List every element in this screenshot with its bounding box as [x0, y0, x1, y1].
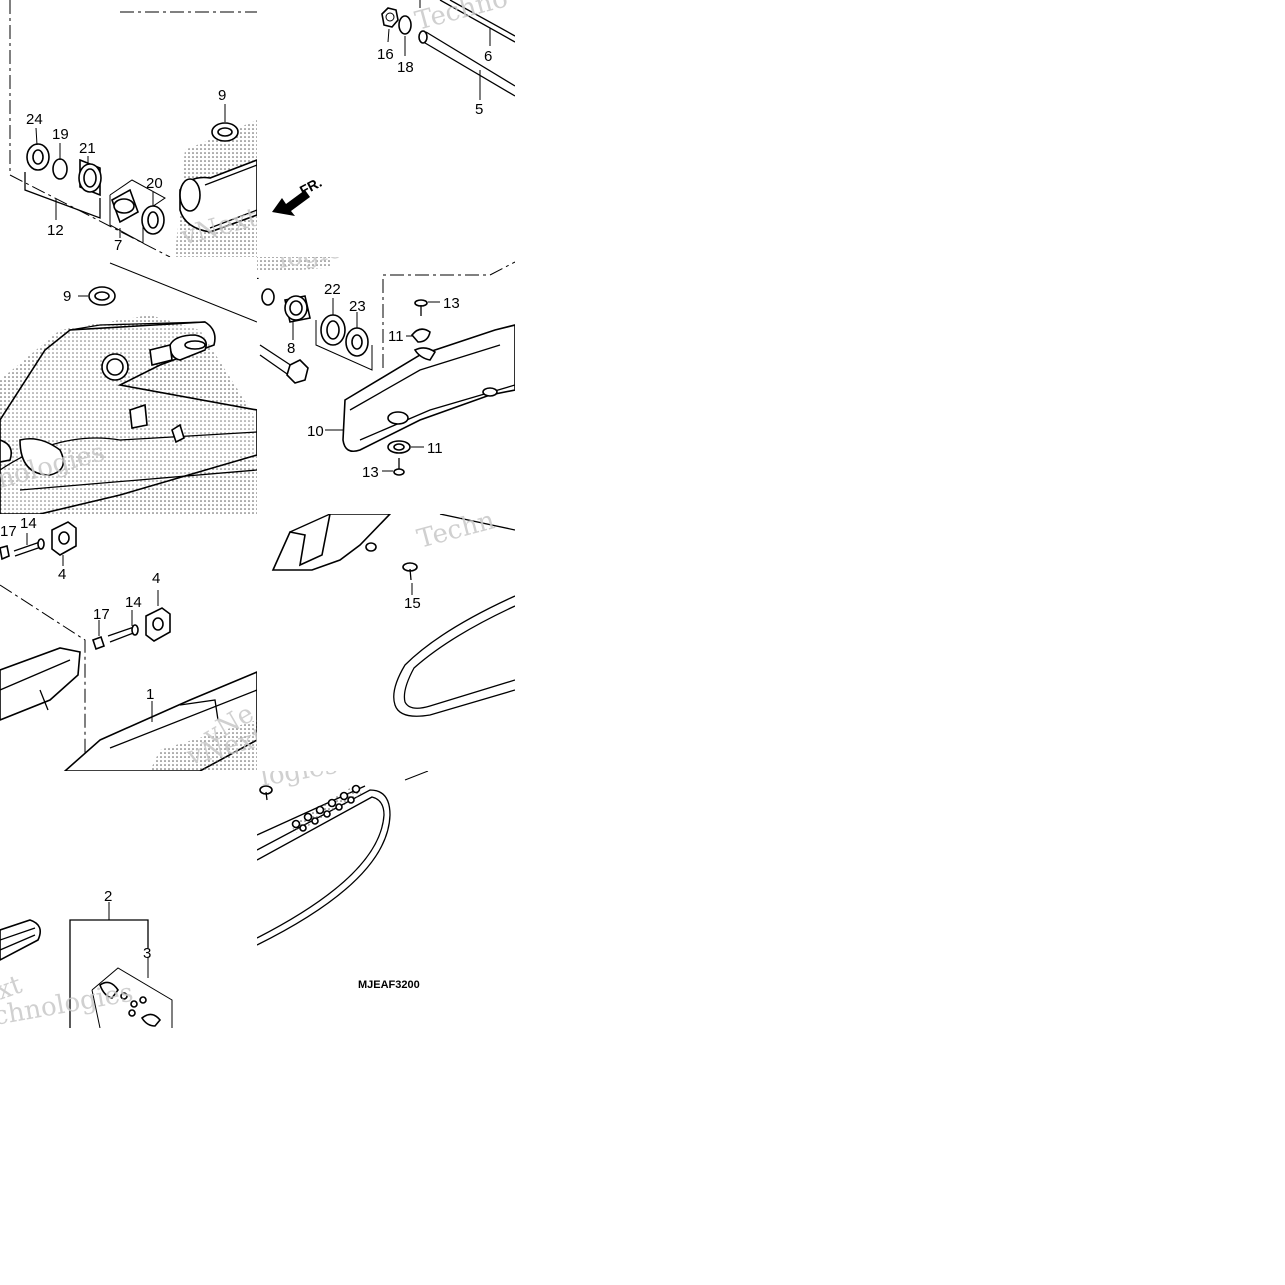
- label-21: 21: [79, 140, 96, 157]
- label-11: 11: [388, 328, 404, 345]
- label-12: 12: [47, 222, 64, 239]
- label-13: 13: [362, 464, 379, 481]
- tile-chain-slider: 1 8 22 23 13 11: [251, 232, 515, 481]
- label-8: 8: [287, 340, 295, 357]
- label-5: 5: [475, 101, 483, 118]
- label-10: 10: [307, 423, 324, 440]
- label-7: 7: [114, 237, 122, 254]
- diagram-code: MJEAF3200: [358, 979, 420, 991]
- tile-master-link: 2 3 xt chnologies: [0, 888, 173, 1028]
- label-15: 15: [404, 595, 421, 612]
- watermark-text: logies: [258, 750, 340, 793]
- label-24: 24: [26, 111, 43, 128]
- tile-chain-adjusters: 17 14 4 17 14 4 1: [0, 515, 257, 771]
- label-17: 17: [0, 523, 17, 540]
- tile-swingarm: 9 nologies: [0, 262, 257, 514]
- label-17: 17: [93, 606, 110, 623]
- label-2: 2: [104, 888, 112, 905]
- label-1: 1: [146, 686, 154, 703]
- label-6: 6: [484, 48, 492, 65]
- tile-swingarm-bearings: 9 24 19 21 20 12 7 vNext Tec: [9, 0, 257, 257]
- tile-chain-case: 15 Techn: [271, 505, 515, 717]
- tile-drive-chain: MJEAF3200 logies: [257, 750, 429, 991]
- label-14: 14: [125, 594, 142, 611]
- watermark-text: Techn: [414, 505, 498, 554]
- label-14: 14: [20, 515, 37, 532]
- label-16: 16: [377, 46, 394, 63]
- label-18: 18: [397, 59, 414, 76]
- label-19: 19: [52, 126, 69, 143]
- label-9: 9: [218, 87, 226, 104]
- label-3: 3: [143, 945, 151, 962]
- label-4: 4: [58, 566, 66, 583]
- label-11: 11: [427, 440, 443, 457]
- label-22: 22: [324, 281, 341, 298]
- label-4: 4: [152, 570, 160, 587]
- label-13: 13: [443, 295, 460, 312]
- tile-pivot-bolt: FR. 16 18 6 5 Techno: [272, 0, 515, 216]
- label-1: 1: [251, 266, 259, 283]
- label-20: 20: [146, 175, 163, 192]
- label-23: 23: [349, 298, 366, 315]
- label-9: 9: [63, 288, 71, 305]
- watermark-text: logies: [276, 232, 358, 275]
